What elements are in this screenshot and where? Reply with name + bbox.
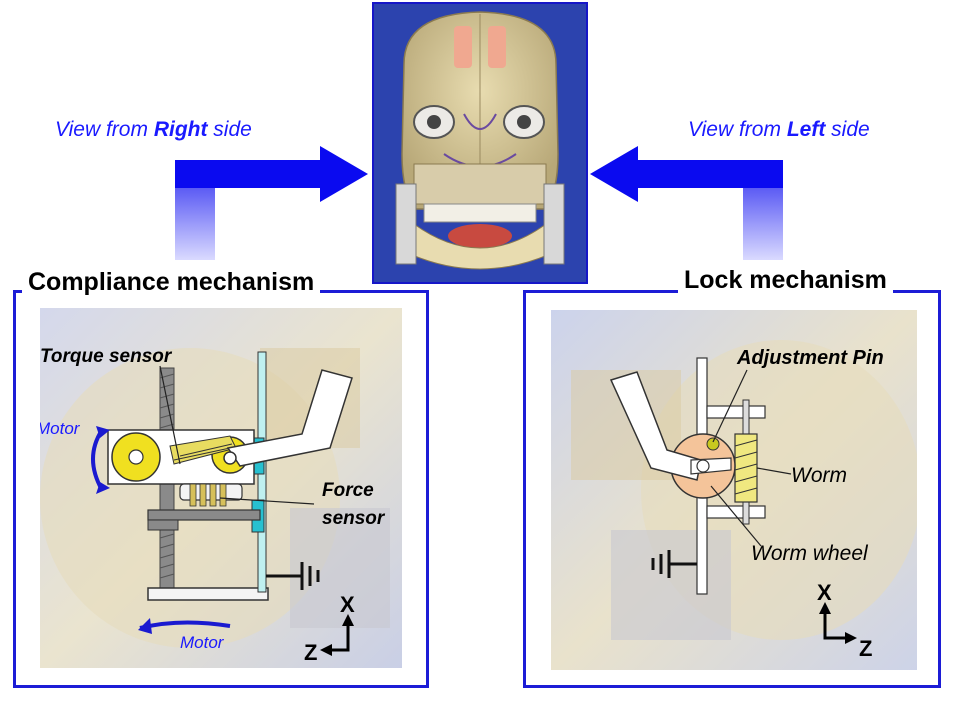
axis-z-label: Z [304, 640, 317, 665]
adjustment-pin-pointer [712, 369, 748, 443]
robot-head-illustration [374, 4, 586, 282]
view-left-bold: Left [786, 118, 826, 141]
compliance-mechanism-title: Compliance mechanism [22, 268, 321, 297]
motor-rotation-arrow-top [91, 428, 104, 491]
right-view-arrow [175, 146, 368, 260]
torque-sensor-pointer [159, 365, 181, 465]
axis-indicator [823, 612, 847, 640]
left-view-arrow [590, 146, 783, 260]
view-right-prefix: View from [55, 118, 154, 141]
worm-wheel-label: Worm wheel [751, 542, 869, 565]
worm-pointer [756, 467, 792, 475]
axis-indicator [330, 626, 350, 652]
axis-z-label: Z [859, 636, 872, 661]
motor-top-label: Motor [40, 419, 81, 438]
adjustment-pin-label: Adjustment Pin [736, 347, 884, 369]
view-right-bold: Right [153, 118, 208, 141]
worm-label: Worm [791, 464, 847, 487]
sensor-label: sensor [322, 508, 386, 529]
robot-head-photo [372, 2, 588, 284]
axis-x-label: X [340, 592, 355, 617]
base-plate [147, 587, 269, 601]
view-right-suffix: side [207, 118, 252, 141]
slider-plate [147, 509, 261, 521]
worm [734, 433, 758, 503]
view-left-prefix: View from [688, 118, 787, 141]
motor-bottom-label: Motor [180, 633, 225, 652]
upper-bracket [706, 405, 766, 419]
force-label: Force [322, 480, 374, 501]
view-left-suffix: side [825, 118, 870, 141]
axis-x-label: X [817, 580, 832, 605]
force-sensor-pointer [219, 497, 315, 505]
lock-mechanism-diagram: Adjustment Pin Worm Worm wheel X Z [551, 310, 917, 670]
adjustment-pin [706, 437, 720, 451]
torque-sensor-label: Torque sensor [40, 346, 173, 367]
arm-link [226, 369, 353, 467]
ground-icon [651, 550, 697, 578]
lower-bracket [706, 505, 766, 519]
view-from-left-label: View from Left side [688, 118, 870, 142]
lock-mechanism-title: Lock mechanism [678, 266, 893, 295]
worm-wheel-pointer [710, 485, 762, 547]
compliance-mechanism-diagram: Torque sensor Motor Force sensor Motor X… [40, 308, 402, 668]
view-from-right-label: View from Right side [55, 118, 252, 142]
ground-icon [266, 562, 320, 590]
